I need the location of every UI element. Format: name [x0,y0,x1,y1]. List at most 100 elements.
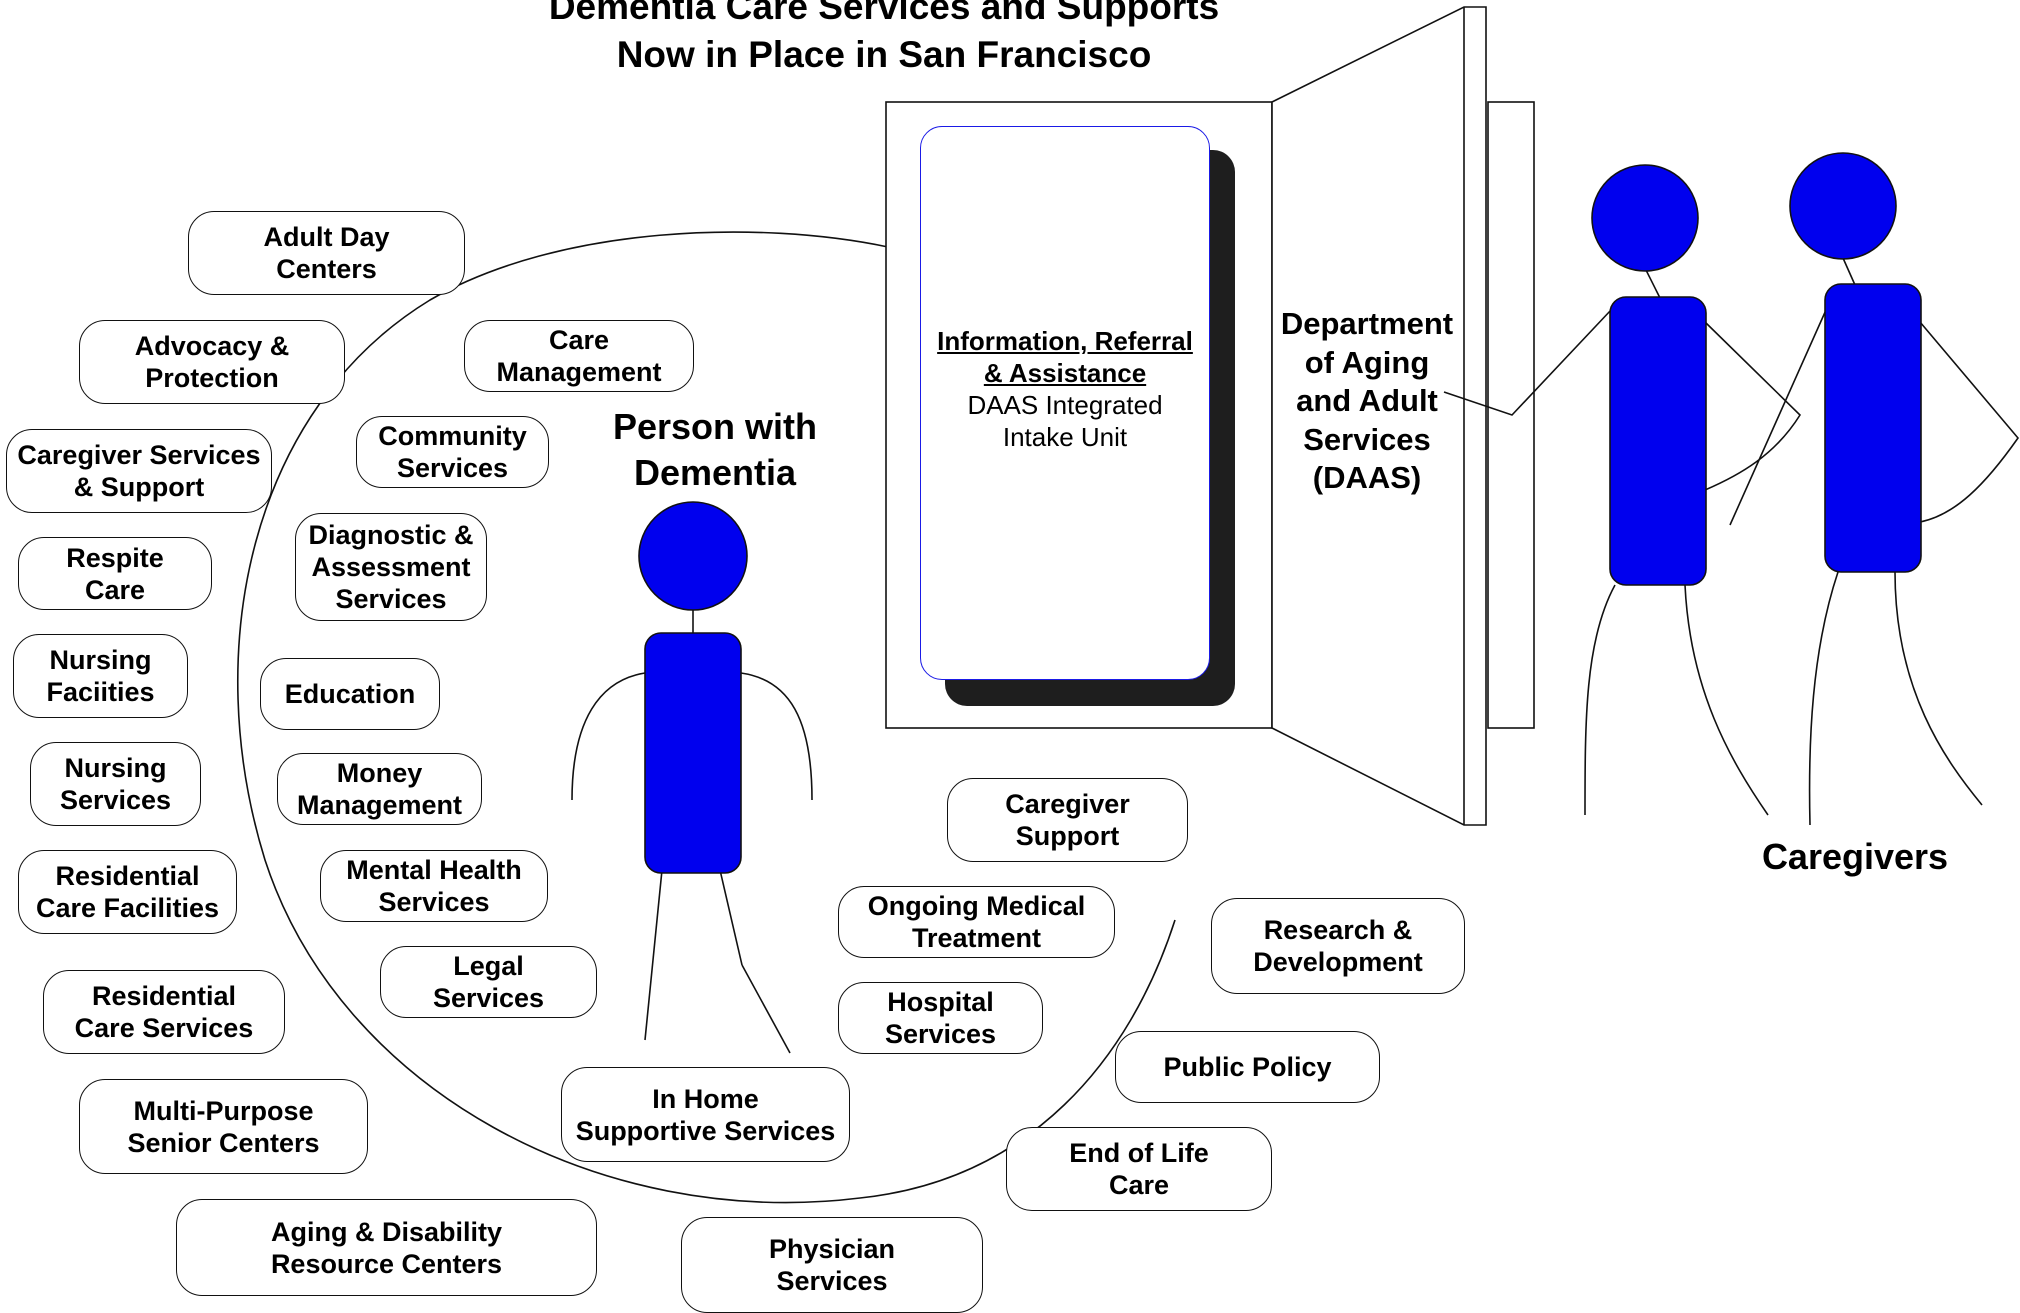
service-label-line: Services [59,785,172,815]
department-line-4: Services [1303,421,1431,457]
service-label-line: Advocacy & [134,331,290,361]
service-public-policy: Public Policy [1115,1031,1380,1103]
head-shape [1591,164,1699,272]
intake-sub-line-2: Intake Unit [1002,422,1128,452]
service-label-line: Resource Centers [270,1248,503,1279]
intake-unit-box: Information, Referral & Assistance DAAS … [920,126,1210,680]
department-line-5: (DAAS) [1312,460,1422,495]
service-label-line: Services [884,1019,997,1049]
service-label-line: Public Policy [1163,1052,1332,1082]
service-label-line: Faciities [46,677,155,707]
diagram-title-line-2: Now in Place in San Francisco [616,34,1152,75]
intake-sub-line-1: DAAS Integrated [967,390,1163,420]
service-label-line: Mental Health [346,855,522,885]
service-label-line: Assessment [311,552,471,582]
service-label-line: Diagnostic & [308,520,474,550]
service-label: Research &Development [1253,914,1423,978]
service-label-line: Care [1108,1170,1170,1200]
diagram-title-line-1: Dementia Care Services and Supports [548,0,1220,27]
service-label-line: Money [336,758,423,788]
service-label-line: Development [1253,947,1423,977]
service-label-line: Care Facilities [35,893,220,923]
body-shape [1609,296,1707,586]
service-label-line: Services [432,983,545,1013]
person-label-line-1: Person with [612,406,818,447]
person-with-dementia-label: Person with Dementia [580,404,850,496]
service-label-line: Services [776,1266,888,1296]
caregivers-label: Caregivers [1761,836,1949,877]
service-label-line: In Home [652,1083,759,1114]
body-shape [644,632,742,874]
service-label-line: Care [548,325,610,355]
service-label-line: Supportive Services [575,1115,836,1146]
service-label-line: Senior Centers [127,1127,320,1158]
service-label-line: Services [396,453,509,483]
department-line-3: and Adult [1296,383,1438,418]
service-label: Advocacy &Protection [135,330,290,394]
service-label-line: Services [335,584,447,614]
service-label-line: Management [496,357,662,387]
department-line-1: Department [1280,306,1454,341]
person-with-dementia-figure [571,501,813,1054]
service-label-line: Protection [145,363,279,393]
intake-title-line-2: & Assistance [983,358,1147,388]
service-caregiver-services-support: Caregiver Services& Support [6,429,272,513]
service-research-development: Research &Development [1211,898,1465,994]
service-label-line: Research & [1263,915,1413,945]
department-line-2: of Aging [1304,344,1430,380]
service-advocacy-protection: Advocacy &Protection [79,320,345,404]
service-label: Public Policy [1163,1051,1331,1083]
department-label: Department of Aging and Adult Services (… [1262,305,1472,498]
service-label-line: & Support [73,472,205,502]
service-label-line: End of Life [1069,1138,1209,1168]
service-label: Education [285,678,416,710]
service-label-line: Care [84,574,146,605]
service-label-line: Hospital [887,987,994,1017]
service-label-line: Treatment [911,923,1042,953]
service-label-line: Residential [55,861,200,891]
service-label-line: Legal [453,951,524,981]
service-label-line: Services [378,887,490,917]
service-label-line: Nursing [64,753,167,783]
intake-title-line-1: Information, Referral [937,326,1193,356]
person-label-line-2: Dementia [633,452,797,493]
caregiver-figure-1 [1443,164,1802,816]
service-label-line: Care Services [74,1013,254,1043]
